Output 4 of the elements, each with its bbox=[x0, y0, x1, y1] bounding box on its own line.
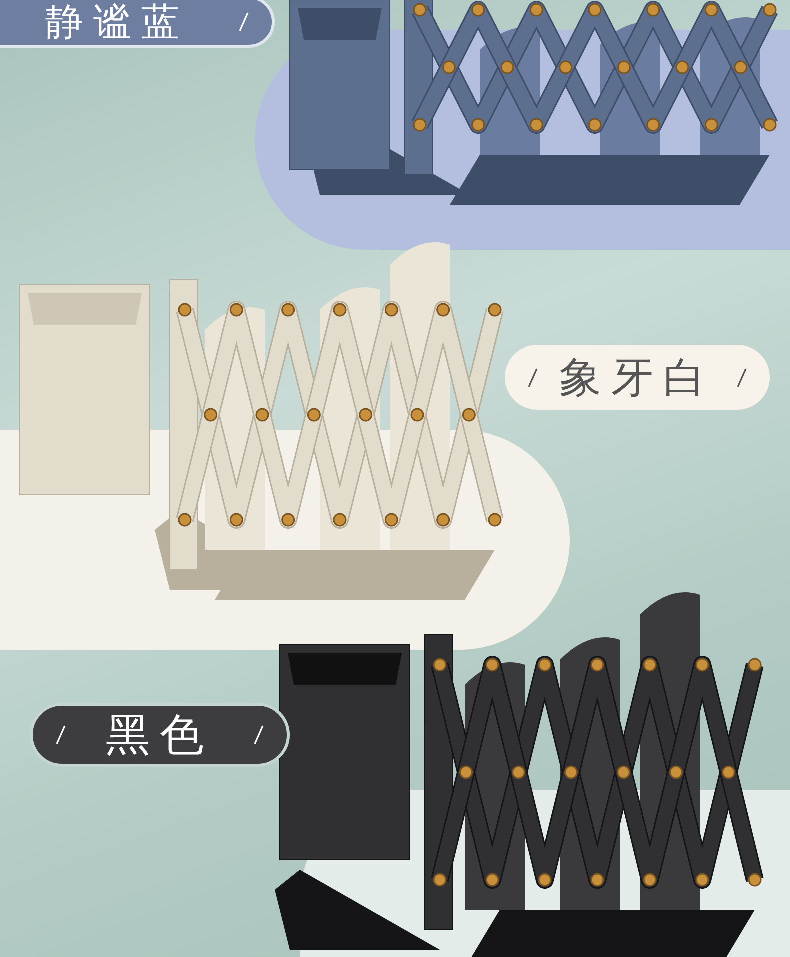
color-name: 象牙白 bbox=[560, 352, 716, 404]
color-name: 黑色 bbox=[106, 708, 214, 762]
label-pill bbox=[0, 0, 275, 48]
color-name: 静谧蓝 bbox=[46, 0, 190, 46]
